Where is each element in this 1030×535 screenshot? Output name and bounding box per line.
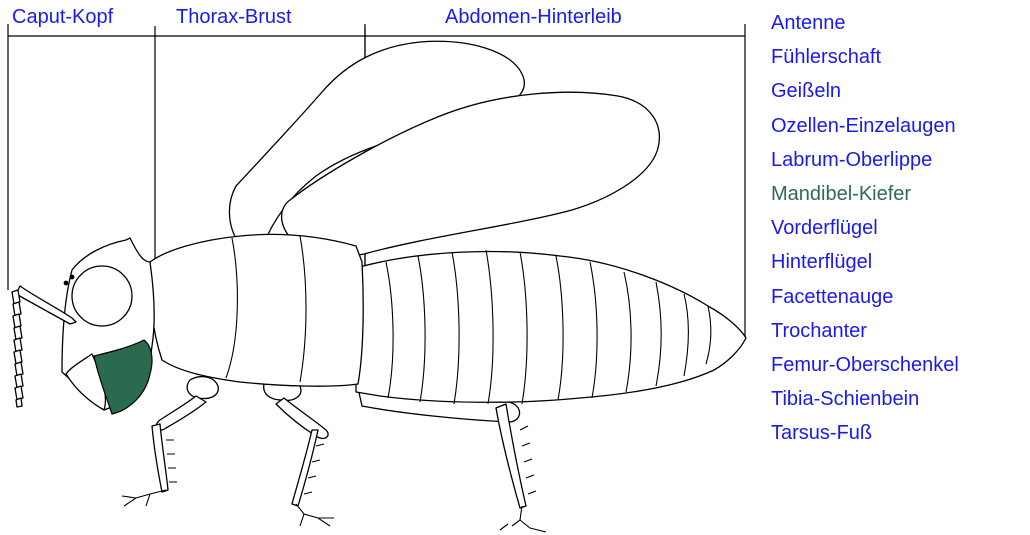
legend-item-labrum[interactable]: Labrum-Oberlippe — [771, 143, 959, 177]
legend-item-mandible[interactable]: Mandibel-Kiefer — [771, 177, 959, 211]
front-tibia-spines — [166, 440, 177, 482]
mid-tibia-shape — [292, 430, 318, 506]
front-femur-shape — [156, 396, 206, 430]
antenna-flagellum-shape — [12, 290, 23, 407]
legend-item-forewing[interactable]: Vorderflügel — [771, 211, 959, 245]
mid-femur-shape — [276, 398, 328, 438]
compound-eye-shape — [72, 266, 132, 326]
thorax-shape — [150, 234, 364, 386]
ocellus-1 — [64, 281, 69, 286]
legend-item-tibia[interactable]: Tibia-Schienbein — [771, 382, 959, 416]
hind-tibia-spines — [520, 426, 536, 494]
front-tibia-shape — [152, 424, 168, 492]
region-thorax-label: Thorax-Brust — [176, 6, 292, 29]
front-tarsus-shape — [122, 490, 166, 506]
legend-item-tarsus[interactable]: Tarsus-Fuß — [771, 416, 959, 450]
legend-item-femur[interactable]: Femur-Oberschenkel — [771, 348, 959, 382]
legend-item-ocelli[interactable]: Ozellen-Einzelaugen — [771, 109, 959, 143]
region-head-label: Caput-Kopf — [12, 6, 113, 29]
legend-item-trochanter[interactable]: Trochanter — [771, 314, 959, 348]
parts-legend: Antenne Fühlerschaft Geißeln Ozellen-Ein… — [771, 6, 959, 450]
abdomen-shape — [356, 252, 746, 403]
legend-item-antenna[interactable]: Antenne — [771, 6, 959, 40]
hind-tarsus-shape — [500, 506, 546, 532]
legend-item-hindwing[interactable]: Hinterflügel — [771, 245, 959, 279]
legend-item-flagellum[interactable]: Geißeln — [771, 74, 959, 108]
mid-tarsus-shape — [296, 504, 334, 526]
legend-item-compound-eye[interactable]: Facettenauge — [771, 280, 959, 314]
legend-item-scape[interactable]: Fühlerschaft — [771, 40, 959, 74]
ocellus-2 — [70, 275, 75, 280]
region-abdomen-label: Abdomen-Hinterleib — [445, 6, 622, 29]
front-trochanter-shape — [187, 377, 218, 399]
